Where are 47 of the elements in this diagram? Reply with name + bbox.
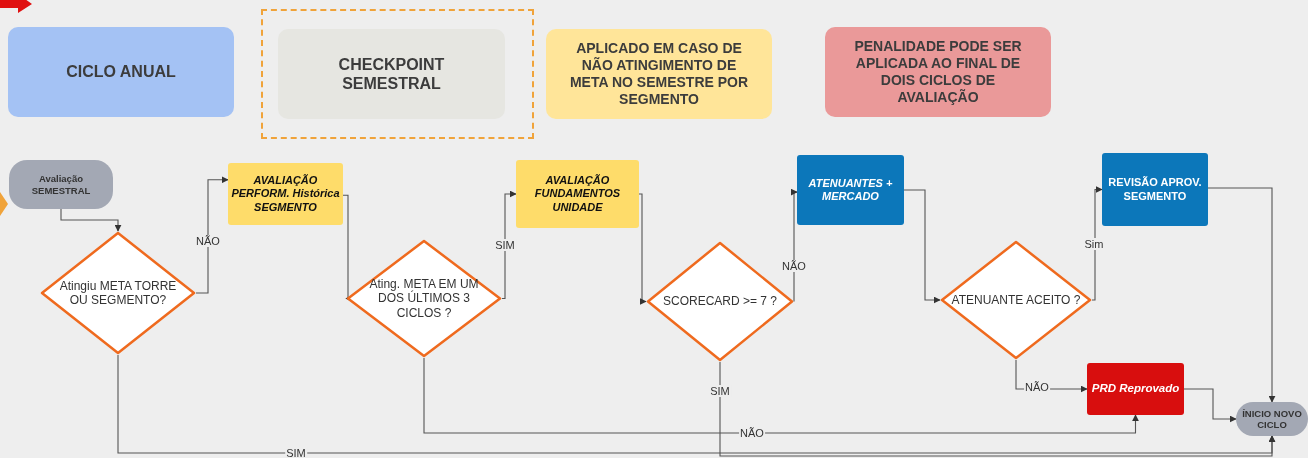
connector-arrow <box>60 208 122 232</box>
edge-label: NÃO <box>195 235 221 247</box>
edge-label: SIM <box>494 239 516 251</box>
box-label: ATENUANTES + MERCADO <box>807 176 894 204</box>
connector-arrow <box>1207 187 1276 403</box>
connector-arrow <box>501 190 517 300</box>
box-label: Avaliação SEMESTRAL <box>30 173 92 196</box>
dashed-frame <box>261 9 534 139</box>
edge-label: NÃO <box>781 260 807 272</box>
connector-arrow <box>423 357 1139 434</box>
legend-box <box>825 27 1051 117</box>
connector-arrow <box>1091 186 1103 301</box>
decision-text: SCORECARD >= 7 ? <box>662 294 777 309</box>
connector-arrow <box>195 176 229 294</box>
box-label: AVALIAÇÃO FUNDAMENTOS UNIDADE <box>533 174 622 214</box>
process-box <box>1087 363 1184 415</box>
terminal-pill <box>9 160 113 209</box>
box-label: REVISÃO APROV. SEGMENTO <box>1107 176 1203 203</box>
legend-box <box>546 29 772 119</box>
box-label: CHECKPOINT SEMESTRAL <box>337 54 446 94</box>
edge-label: NÃO <box>1024 381 1050 393</box>
process-box <box>516 160 639 228</box>
decision-diamond <box>40 231 196 355</box>
connector-arrow <box>790 188 798 303</box>
connector-arrow <box>719 361 1276 457</box>
box-label: APLICADO EM CASO DE NÃO ATINGIMENTO DE META NO SEMESTRE POR SEGMENTO <box>568 40 750 108</box>
box-label: AVALIAÇÃO PERFORM. Histórica SEGMENTO <box>230 174 341 214</box>
edge-label: SIM <box>285 447 307 458</box>
legend-box <box>8 27 234 117</box>
connector-arrow <box>903 189 941 304</box>
connector-arrow <box>1183 388 1237 423</box>
box-label: CICLO ANUAL <box>66 62 176 82</box>
decision-text: Atingiu META TORRE OU SEGMENTO? <box>58 278 178 308</box>
box-label: PENALIDADE PODE SER APLICADA AO FINAL DE DOIS CICLOS DE AVALIAÇÃO <box>853 38 1023 106</box>
process-box <box>797 155 904 225</box>
process-box <box>228 163 343 225</box>
edge-label: NÃO <box>739 427 765 439</box>
box-label: PRD Reprovado <box>1091 382 1180 396</box>
process-box <box>1102 153 1208 226</box>
edge-label: Sim <box>1083 238 1105 250</box>
terminal-pill <box>1236 402 1308 436</box>
connector-arrow <box>638 193 647 305</box>
box-label: ÍNICIO NOVO CICLO <box>1242 407 1302 431</box>
decision-text: Ating. META EM UM DOS ÚLTIMOS 3 CICLOS ? <box>368 276 480 321</box>
edge-label: SIM <box>709 385 731 397</box>
connector-arrow <box>117 354 1276 454</box>
decision-text: ATENUANTE ACEITO ? <box>951 292 1081 308</box>
